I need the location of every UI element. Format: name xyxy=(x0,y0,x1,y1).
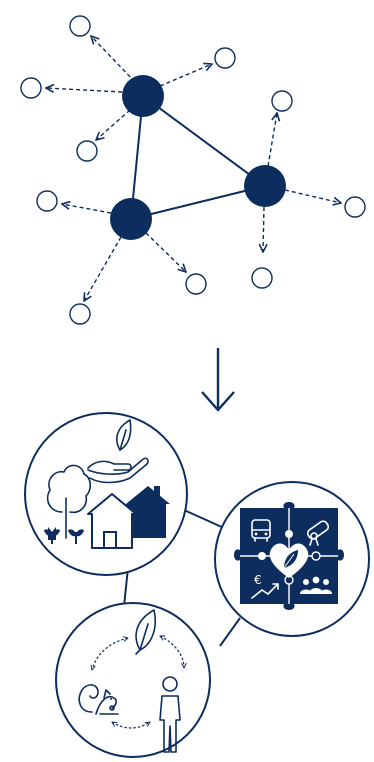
satellite-node xyxy=(344,196,366,218)
hub-edge xyxy=(142,95,266,187)
bus-icon xyxy=(251,519,271,542)
hub-node xyxy=(110,198,152,240)
person-icon xyxy=(159,676,181,753)
hub-edge xyxy=(130,185,266,220)
hand-leaf-icon xyxy=(87,419,149,484)
cluster-services-puzzle: € xyxy=(214,481,370,637)
sprout-icon xyxy=(44,527,84,544)
dashed-spoke xyxy=(159,64,212,87)
satellite-node xyxy=(69,303,91,325)
dashed-spoke xyxy=(91,36,136,83)
satellite-node xyxy=(76,140,98,162)
diploma-icon xyxy=(306,520,330,546)
dashed-spoke xyxy=(96,109,131,140)
satellite-node xyxy=(36,190,58,212)
cluster-life-cycle xyxy=(55,602,211,758)
cluster-nature-housing xyxy=(24,412,188,576)
cluster-connector xyxy=(219,617,241,647)
dashed-spoke xyxy=(62,204,112,214)
satellite-node xyxy=(20,77,42,99)
squirrel-icon xyxy=(78,684,119,715)
cluster-connector xyxy=(123,567,129,607)
dashed-spoke xyxy=(84,236,122,301)
satellite-node xyxy=(214,47,236,69)
cycle-arrows-icon xyxy=(92,635,184,729)
satellite-node xyxy=(185,273,207,295)
hub-node xyxy=(122,75,164,117)
dashed-spoke xyxy=(263,206,264,252)
satellite-node xyxy=(251,267,273,289)
dashed-spoke xyxy=(46,88,123,92)
satellite-node xyxy=(69,15,91,37)
network-graph xyxy=(20,15,366,325)
heart-leaf-icon xyxy=(269,543,309,578)
people-icon xyxy=(300,576,332,594)
house-icon xyxy=(87,486,170,549)
cluster-connector xyxy=(183,509,225,529)
dashed-spoke xyxy=(145,232,186,272)
hub-node xyxy=(244,165,286,207)
satellite-node xyxy=(271,90,293,112)
euro-growth-icon: € xyxy=(251,573,279,599)
dashed-spoke xyxy=(267,113,277,167)
leaf-icon xyxy=(135,609,156,655)
tree-icon xyxy=(46,464,92,539)
down-arrow-icon xyxy=(201,348,235,412)
dashed-spoke xyxy=(284,189,341,203)
svg-text:€: € xyxy=(254,573,262,587)
